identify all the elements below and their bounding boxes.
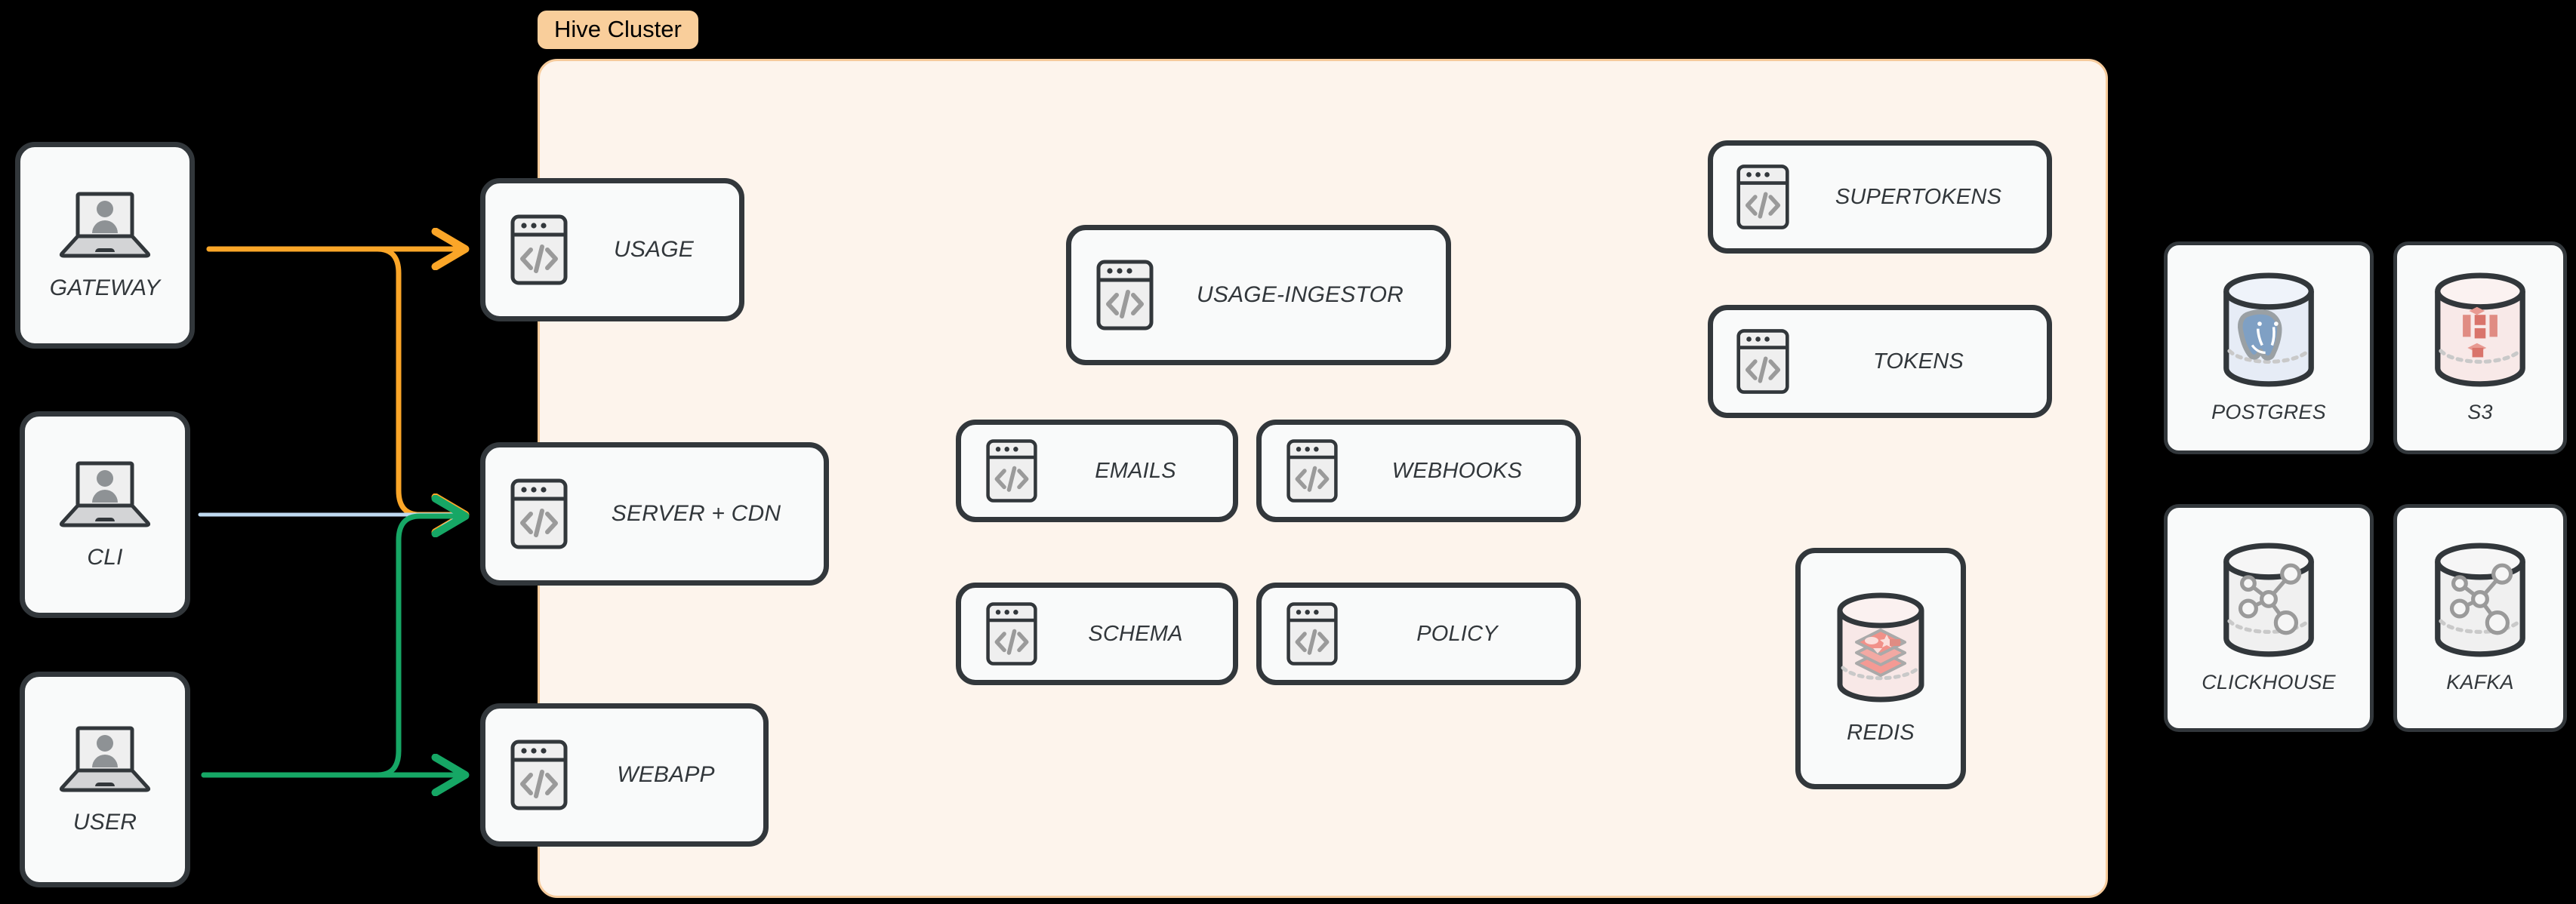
service-node-emails[interactable]: EMAILS [956, 420, 1238, 522]
code-window-icon [1736, 163, 1790, 231]
datastore-label-postgres: POSTGRES [2211, 400, 2326, 423]
code-window-icon [1095, 259, 1154, 331]
redis-cylinder-icon [1831, 592, 1930, 703]
datastore-label-kafka: KAFKA [2446, 670, 2514, 693]
code-window-icon [1736, 327, 1790, 395]
code-window-icon [510, 478, 569, 550]
service-label-usage-ingestor: USAGE-INGESTOR [1197, 282, 1404, 307]
service-label-webapp: WEBAPP [617, 762, 715, 787]
kafka-cylinder-icon [2427, 543, 2533, 657]
code-window-icon [1286, 438, 1339, 504]
datastore-label-redis: REDIS [1847, 720, 1915, 745]
service-node-webapp[interactable]: WEBAPP [480, 703, 769, 847]
code-window-icon [1286, 601, 1339, 667]
laptop-user-icon [57, 724, 153, 793]
datastore-label-clickhouse: CLICKHOUSE [2202, 670, 2336, 693]
s3-cylinder-icon [2427, 272, 2533, 387]
postgres-cylinder-icon [2216, 272, 2322, 387]
code-window-icon [510, 214, 569, 286]
service-node-webhooks[interactable]: WEBHOOKS [1256, 420, 1581, 522]
datastore-node-clickhouse[interactable]: CLICKHOUSE [2164, 504, 2374, 732]
service-label-server-cdn: SERVER + CDN [611, 501, 781, 526]
laptop-user-icon [57, 189, 153, 259]
service-label-usage: USAGE [613, 237, 695, 262]
service-node-tokens[interactable]: TOKENS [1708, 305, 2052, 418]
code-window-icon [510, 739, 569, 811]
code-window-icon [985, 601, 1038, 667]
clickhouse-cylinder-icon [2216, 543, 2322, 657]
connector-user-to-server-cdn [201, 516, 464, 778]
datastore-node-postgres[interactable]: POSTGRES [2164, 241, 2374, 454]
service-label-tokens: TOKENS [1873, 349, 1964, 374]
service-node-policy[interactable]: POLICY [1256, 583, 1581, 685]
client-node-gateway[interactable]: GATEWAY [15, 142, 195, 349]
service-label-schema: SCHEMA [1088, 621, 1183, 646]
client-node-cli[interactable]: CLI [20, 411, 190, 618]
client-label-cli: CLI [87, 545, 123, 570]
connector-gateway-to-server-cdn [206, 246, 464, 515]
service-label-emails: EMAILS [1095, 458, 1176, 483]
laptop-user-icon [57, 459, 153, 528]
service-node-server-cdn[interactable]: SERVER + CDN [480, 442, 829, 586]
client-label-gateway: GATEWAY [49, 275, 161, 300]
datastore-node-redis[interactable]: REDIS [1795, 548, 1966, 789]
datastore-label-s3: S3 [2467, 400, 2493, 423]
service-node-usage[interactable]: USAGE [480, 178, 744, 321]
client-label-user: USER [72, 810, 137, 835]
datastore-node-s3[interactable]: S3 [2393, 241, 2567, 454]
hive-cluster-badge: Hive Cluster [538, 11, 698, 49]
client-node-user[interactable]: USER [20, 672, 190, 887]
service-label-policy: POLICY [1416, 621, 1498, 646]
datastore-node-kafka[interactable]: KAFKA [2393, 504, 2567, 732]
service-label-webhooks: WEBHOOKS [1391, 458, 1523, 483]
service-node-usage-ingestor[interactable]: USAGE-INGESTOR [1066, 225, 1451, 365]
code-window-icon [985, 438, 1038, 504]
service-label-supertokens: SUPERTOKENS [1835, 184, 2002, 209]
service-node-schema[interactable]: SCHEMA [956, 583, 1238, 685]
service-node-supertokens[interactable]: SUPERTOKENS [1708, 140, 2052, 254]
